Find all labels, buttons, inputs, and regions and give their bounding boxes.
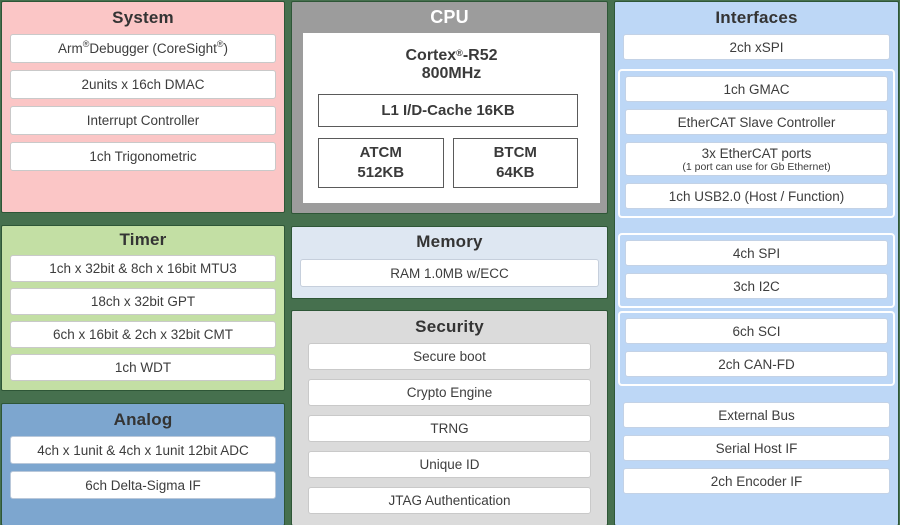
interfaces-item-encoder-if: 2ch Encoder IF — [623, 468, 890, 494]
security-item-unique-id: Unique ID — [308, 451, 591, 478]
timer-block: Timer 1ch x 32bit & 8ch x 16bit MTU3 18c… — [2, 226, 284, 390]
system-item-arm-debugger: Arm® Debugger (CoreSight®) — [10, 34, 276, 63]
interfaces-item-can-fd: 2ch CAN-FD — [625, 351, 888, 377]
arm-debugger-text: Arm — [57, 41, 83, 56]
interfaces-item-usb: 1ch USB2.0 (Host / Function) — [625, 183, 888, 209]
system-item-dmac: 2units x 16ch DMAC — [10, 70, 276, 99]
timer-item-cmt: 6ch x 16bit & 2ch x 32bit CMT — [10, 321, 276, 348]
interfaces-item-xspi: 2ch xSPI — [623, 34, 890, 60]
interfaces-item-serial-host-if: Serial Host IF — [623, 435, 890, 461]
interfaces-item-ethercat-slave: EtherCAT Slave Controller — [625, 109, 888, 135]
security-item-jtag-auth: JTAG Authentication — [308, 487, 591, 514]
cpu-core-name: Cortex®-R52 — [303, 47, 600, 65]
interfaces-item-external-bus: External Bus — [623, 402, 890, 428]
serial-interface-group-1: 4ch SPI 3ch I2C — [618, 233, 895, 308]
arm-debugger-text-end: ) — [223, 41, 229, 56]
analog-block: Analog 4ch x 1unit & 4ch x 1unit 12bit A… — [2, 404, 284, 525]
ethercat-ports-note: (1 port can use for Gb Ethernet) — [682, 161, 831, 174]
arm-debugger-text-mid: Debugger (CoreSight — [89, 41, 217, 56]
system-item-trigonometric: 1ch Trigonometric — [10, 142, 276, 171]
btcm-size: 64KB — [496, 164, 535, 181]
atcm-size: 512KB — [357, 164, 405, 181]
memory-block: Memory RAM 1.0MB w/ECC — [292, 227, 607, 298]
timer-item-wdt: 1ch WDT — [10, 354, 276, 381]
analog-item-delta-sigma: 6ch Delta-Sigma IF — [10, 471, 276, 499]
cpu-title: CPU — [430, 7, 469, 27]
system-block: System Arm® Debugger (CoreSight®) 2units… — [2, 2, 284, 212]
cpu-block: CPU Cortex®-R52 800MHz L1 I/D-Cache 16KB… — [292, 2, 607, 213]
serial-interface-group-2: 6ch SCI 2ch CAN-FD — [618, 311, 895, 386]
cpu-core-panel: Cortex®-R52 800MHz L1 I/D-Cache 16KB ATC… — [303, 33, 600, 203]
interfaces-item-spi: 4ch SPI — [625, 240, 888, 266]
security-item-secure-boot: Secure boot — [308, 343, 591, 370]
system-title: System — [112, 8, 174, 27]
cpu-l1-cache-box: L1 I/D-Cache 16KB — [318, 94, 578, 127]
analog-title: Analog — [113, 410, 173, 429]
registered-mark: ® — [456, 47, 463, 58]
security-block: Security Secure boot Crypto Engine TRNG … — [292, 311, 607, 525]
memory-item-ram: RAM 1.0MB w/ECC — [300, 259, 599, 287]
registered-mark: ® — [82, 39, 90, 50]
timer-title: Timer — [119, 230, 167, 249]
ethernet-interface-group: 1ch GMAC EtherCAT Slave Controller 3x Et… — [618, 69, 895, 218]
memory-title: Memory — [416, 232, 483, 251]
btcm-name: BTCM — [493, 143, 537, 161]
security-title: Security — [415, 317, 484, 336]
security-item-trng: TRNG — [308, 415, 591, 442]
atcm-name: ATCM — [359, 143, 402, 161]
timer-item-gpt: 18ch x 32bit GPT — [10, 288, 276, 315]
interfaces-item-gmac: 1ch GMAC — [625, 76, 888, 102]
system-item-interrupt-controller: Interrupt Controller — [10, 106, 276, 135]
analog-item-adc: 4ch x 1unit & 4ch x 1unit 12bit ADC — [10, 436, 276, 464]
cpu-core-text-end: -R52 — [462, 47, 498, 64]
timer-item-mtu3: 1ch x 32bit & 8ch x 16bit MTU3 — [10, 255, 276, 282]
cpu-core-text: Cortex — [405, 47, 457, 64]
cpu-frequency: 800MHz — [421, 65, 482, 82]
ethercat-ports-label: 3x EtherCAT ports — [701, 145, 812, 161]
interfaces-item-sci: 6ch SCI — [625, 318, 888, 344]
interfaces-title: Interfaces — [715, 8, 798, 27]
interfaces-item-ethercat-ports: 3x EtherCAT ports (1 port can use for Gb… — [625, 142, 888, 176]
interfaces-block: Interfaces 2ch xSPI 1ch GMAC EtherCAT Sl… — [615, 2, 898, 525]
cpu-tcm-row: ATCM 512KB BTCM 64KB — [318, 138, 578, 188]
security-item-crypto-engine: Crypto Engine — [308, 379, 591, 406]
btcm-box: BTCM 64KB — [452, 138, 578, 188]
registered-mark: ® — [216, 39, 224, 50]
atcm-box: ATCM 512KB — [318, 138, 444, 188]
interfaces-item-i2c: 3ch I2C — [625, 273, 888, 299]
